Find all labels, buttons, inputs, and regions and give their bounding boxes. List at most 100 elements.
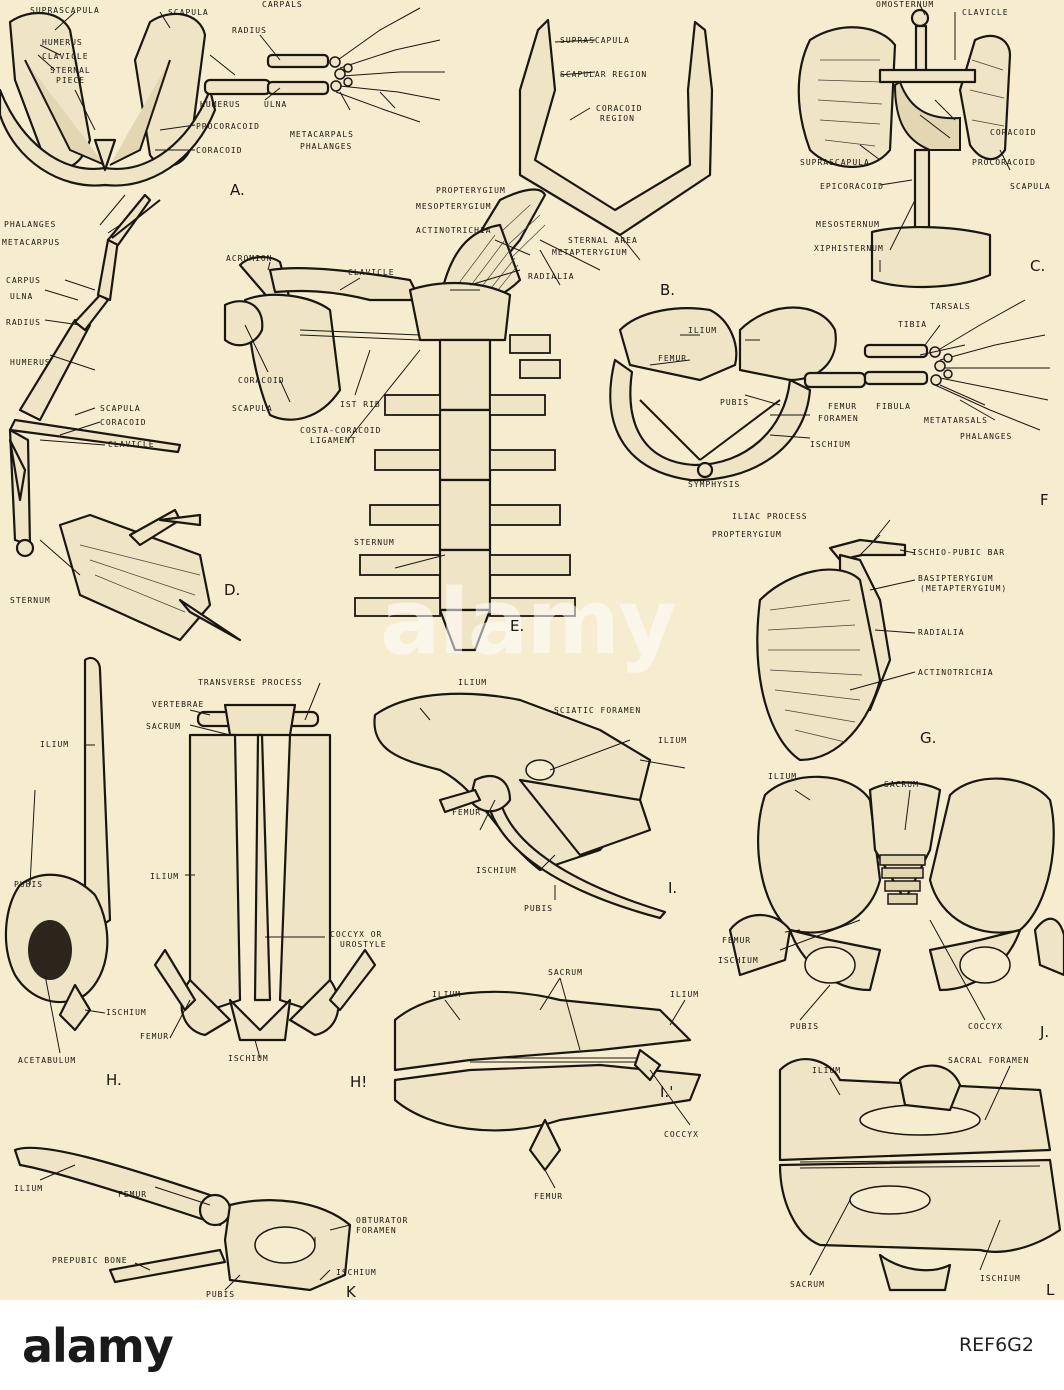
- label-a-suprascapula: SUPRASCAPULA: [30, 6, 100, 15]
- label-l-sacrum: SACRUM: [790, 1280, 825, 1289]
- label-f-fibula: FIBULA: [876, 402, 911, 411]
- figure-letter-d: D.: [224, 581, 241, 599]
- label-i-ilium-2: ILIUM: [658, 736, 688, 745]
- label-c-coracoid: CORACOID: [990, 128, 1037, 137]
- label-l-ilium: ILIUM: [812, 1066, 842, 1075]
- figure-g-fin: [756, 538, 907, 762]
- figure-b-girdle: [438, 18, 714, 308]
- figure-h-pelvis: [4, 656, 112, 1032]
- label-b-metapterygium: METAPTERYGIUM: [552, 248, 628, 257]
- label-g-metapterygium: (METAPTERYGIUM): [920, 584, 1008, 593]
- label-k-pubis: PUBIS: [206, 1290, 236, 1299]
- label-f-ischium: ISCHIUM: [810, 440, 851, 449]
- figure-letter-b: B.: [660, 281, 676, 299]
- label-j-femur: FEMUR: [722, 936, 752, 945]
- label-b-radialia: RADIALIA: [528, 272, 575, 281]
- label-b-propterygium: PROPTERYGIUM: [436, 186, 506, 195]
- label-g-ischio-pubic-bar: ISCHIO-PUBIC BAR: [912, 548, 1006, 557]
- leader-lines: [29, 4, 1011, 1291]
- label-a-radius: RADIUS: [232, 26, 267, 35]
- figure-letter-c: C.: [1030, 257, 1046, 275]
- label-j-ilium: ILIUM: [768, 772, 798, 781]
- label-i2-femur: FEMUR: [534, 1192, 564, 1201]
- label-d-coracoid: CORACOID: [100, 418, 147, 427]
- label-a-humerus-2: HUMERUS: [200, 100, 241, 109]
- figure-letter-f: F: [1040, 491, 1049, 509]
- figure-e-sternum: [223, 256, 576, 652]
- figure-letter-j: J.: [1040, 1023, 1050, 1041]
- label-c-clavicle: CLAVICLE: [962, 8, 1009, 17]
- label-h2-coccyx-or: COCCYX OR: [330, 930, 383, 939]
- label-a-carpals: CARPALS: [262, 0, 303, 9]
- label-a-piece: PIECE: [56, 76, 86, 85]
- figure-k-pelvis: [13, 1146, 352, 1292]
- label-f-phalanges: PHALANGES: [960, 432, 1013, 441]
- label-a-coracoid: CORACOID: [196, 146, 243, 155]
- figure-h2-pelvis: [153, 703, 377, 1042]
- label-g-propterygium: PROPTERYGIUM: [712, 530, 782, 539]
- label-c-omosternum: OMOSTERNUM: [876, 0, 935, 9]
- stock-image-id: REF6G2: [958, 1334, 1034, 1356]
- label-i2-coccyx: COCCYX: [664, 1130, 699, 1139]
- label-a-sternal: STERNAL: [50, 66, 91, 75]
- label-a-ulna: ULNA: [264, 100, 288, 109]
- label-i-pubis: PUBIS: [524, 904, 554, 913]
- logo-text: alamy: [22, 1319, 174, 1373]
- stock-footer: alamy REF6G2: [0, 1300, 1064, 1390]
- label-h2-ilium: ILIUM: [150, 872, 180, 881]
- figure-letter-h2: H!: [350, 1073, 368, 1091]
- label-d-carpus: CARPUS: [6, 276, 41, 285]
- figure-a-girdle: [0, 7, 445, 187]
- label-d-sternum: STERNUM: [10, 596, 51, 605]
- label-j-sacrum: SACRUM: [884, 780, 919, 789]
- label-a-scapula: SCAPULA: [168, 8, 209, 17]
- label-e-clavicle: CLAVICLE: [348, 268, 395, 277]
- label-b-region: REGION: [600, 114, 635, 123]
- label-g-iliac-process: ILIAC PROCESS: [732, 512, 808, 521]
- label-d-humerus: HUMERUS: [10, 358, 51, 367]
- label-e-acromion: ACROMION: [226, 254, 273, 263]
- label-d-scapula: SCAPULA: [100, 404, 141, 413]
- alamy-logo[interactable]: alamy: [22, 1320, 262, 1372]
- label-l-ischium: ISCHIUM: [980, 1274, 1021, 1283]
- label-e-1st-rib: IST RIB: [340, 400, 381, 409]
- label-d-phalanges: PHALANGES: [4, 220, 57, 229]
- label-g-basipterygium: BASIPTERYGIUM: [918, 574, 994, 583]
- label-a-metacarpals: METACARPALS: [290, 130, 354, 139]
- label-i2-ilium-2: ILIUM: [670, 990, 700, 999]
- figure-i2-pelvis: [393, 990, 702, 1172]
- label-h-ischium: ISCHIUM: [106, 1008, 147, 1017]
- label-b-actinotrichia: ACTINOTRICHIA: [416, 226, 492, 235]
- label-k-obturator: OBTURATOR: [356, 1216, 409, 1225]
- label-b-coracoid: CORACOID: [596, 104, 643, 113]
- label-a-clavicle: CLAVICLE: [42, 52, 89, 61]
- figure-letter-i: I.: [668, 879, 678, 897]
- label-h2-vertebrae: VERTEBRAE: [152, 700, 205, 709]
- label-f-symphysis: SYMPHYSIS: [688, 480, 741, 489]
- label-h2-urostyle: UROSTYLE: [340, 940, 387, 949]
- label-h2-ischium: ISCHIUM: [228, 1054, 269, 1063]
- label-a-humerus: HUMERUS: [42, 38, 83, 47]
- label-h2-femur: FEMUR: [140, 1032, 170, 1041]
- label-f-metatarsals: METATARSALS: [924, 416, 988, 425]
- label-b-sternal-area: STERNAL AREA: [568, 236, 638, 245]
- figure-letter-e: E.: [510, 617, 525, 635]
- label-c-suprascapula: SUPRASCAPULA: [800, 158, 870, 167]
- label-a-phalanges: PHALANGES: [300, 142, 353, 151]
- label-k-prepubic-bone: PREPUBIC BONE: [52, 1256, 128, 1265]
- label-d-clavicle: CLAVICLE: [108, 440, 155, 449]
- label-c-mesosternum: MESOSTERNUM: [816, 220, 880, 229]
- label-e-costa-coracoid: COSTA-CORACOID: [300, 426, 382, 435]
- label-e-scapula: SCAPULA: [232, 404, 273, 413]
- label-k-ilium: ILIUM: [14, 1184, 44, 1193]
- label-f-tibia: TIBIA: [898, 320, 928, 329]
- label-c-xiphisternum: XIPHISTERNUM: [814, 244, 884, 253]
- label-d-metacarpus: METACARPUS: [2, 238, 61, 247]
- label-i-ischium: ISCHIUM: [476, 866, 517, 875]
- figure-letter-k: K: [346, 1283, 356, 1300]
- label-f-femur: FEMUR: [658, 354, 688, 363]
- label-c-epicoracoid: EPICORACOID: [820, 182, 884, 191]
- label-f-femur-2: FEMUR: [828, 402, 858, 411]
- label-b-scapular-region: SCAPULAR REGION: [560, 70, 648, 79]
- label-h-pubis: PUBIS: [14, 880, 44, 889]
